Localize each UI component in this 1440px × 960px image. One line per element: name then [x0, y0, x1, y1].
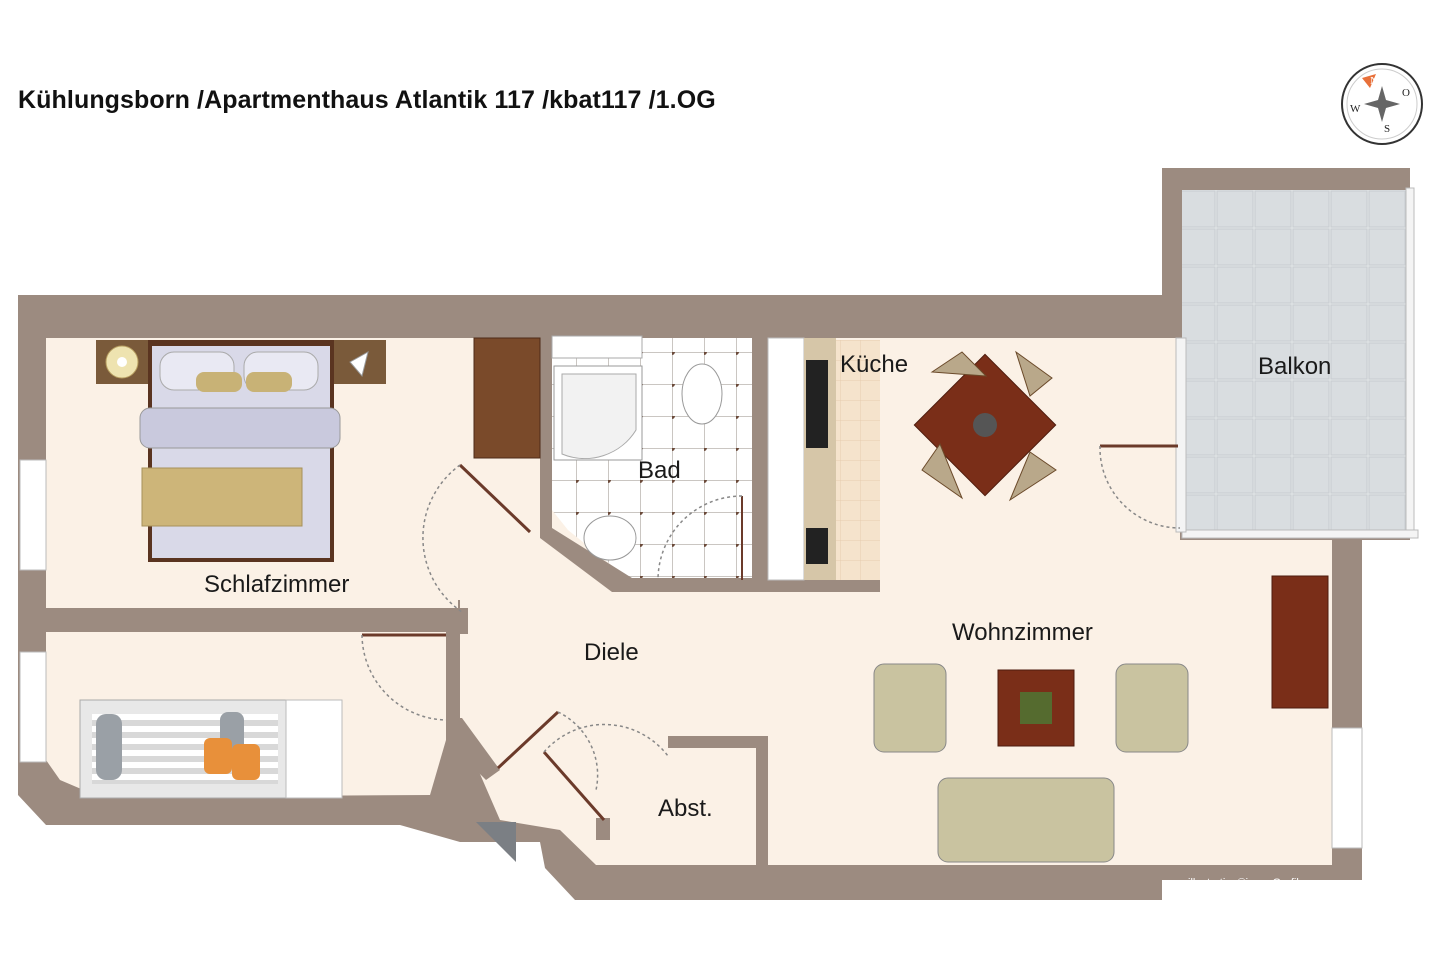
- door-room2[interactable]: [361, 633, 447, 721]
- compass-icon: N O S W: [1341, 63, 1423, 145]
- dining-chairs: [921, 350, 1057, 502]
- kitchen-stove: [806, 528, 828, 564]
- wall-storage-left: [596, 818, 610, 840]
- balcony-window: [1175, 337, 1187, 533]
- door-bath[interactable]: [657, 495, 743, 581]
- compass-east: O: [1402, 87, 1410, 99]
- wardrobe-hall: [473, 337, 541, 459]
- compass-north: N: [1370, 75, 1378, 87]
- door-entrance[interactable]: [496, 710, 669, 821]
- armchair-right: [1115, 663, 1189, 753]
- washbasin: [583, 515, 637, 561]
- kitchen-counter: [767, 337, 805, 581]
- label-wohnzimmer: Wohnzimmer: [952, 619, 1093, 646]
- kitchen-floor: [836, 340, 880, 580]
- window-left-1: [19, 459, 47, 571]
- wall-storage: [668, 736, 768, 865]
- wall-bath-left: [540, 336, 552, 532]
- nightstand-left: [96, 340, 148, 384]
- balcony-rail-bottom: [1181, 529, 1419, 539]
- wall-bath-bottom: [612, 578, 768, 592]
- dining-table: [913, 353, 1057, 497]
- plan-title: Kühlungsborn /Apartmenthaus Atlantik 117…: [18, 86, 716, 114]
- toilet: [681, 363, 723, 425]
- wall-room2-right: [446, 718, 500, 780]
- illustration-credit: illustration©immoGrafik: [1188, 877, 1302, 889]
- label-diele: Diele: [584, 639, 639, 666]
- label-bad: Bad: [638, 457, 681, 484]
- bath-shelf: [551, 335, 643, 359]
- balcony-rail-right: [1405, 187, 1415, 537]
- door-balcony[interactable]: [1099, 444, 1181, 529]
- balcony-floor: [1182, 190, 1408, 532]
- wall-kitchen-bottom: [768, 580, 880, 592]
- sofa: [937, 777, 1115, 863]
- label-kueche: Küche: [840, 351, 908, 378]
- label-balkon: Balkon: [1258, 353, 1331, 380]
- coffee-table-inner: [1020, 692, 1052, 724]
- tv-cabinet: [1271, 575, 1329, 709]
- nightstand-right: [334, 340, 386, 384]
- door-bedroom[interactable]: [422, 463, 532, 613]
- label-schlafzimmer: Schlafzimmer: [204, 571, 349, 598]
- wall-bath-right: [752, 336, 768, 592]
- double-bed: [139, 340, 341, 562]
- shower: [553, 365, 643, 461]
- wall-bath-diag: [540, 528, 632, 592]
- armchair-left: [873, 663, 947, 753]
- entrance-marker-icon: [476, 822, 516, 862]
- wall-bed-bottom: [46, 608, 458, 632]
- label-abst: Abst.: [658, 795, 713, 822]
- wall-hall-stub: [446, 608, 468, 634]
- window-left-2: [19, 651, 47, 763]
- compass-south: S: [1384, 123, 1390, 135]
- kitchen-sink: [806, 360, 828, 448]
- window-right: [1331, 727, 1363, 849]
- compass-west: W: [1350, 103, 1361, 115]
- sofa-bed: [79, 699, 343, 799]
